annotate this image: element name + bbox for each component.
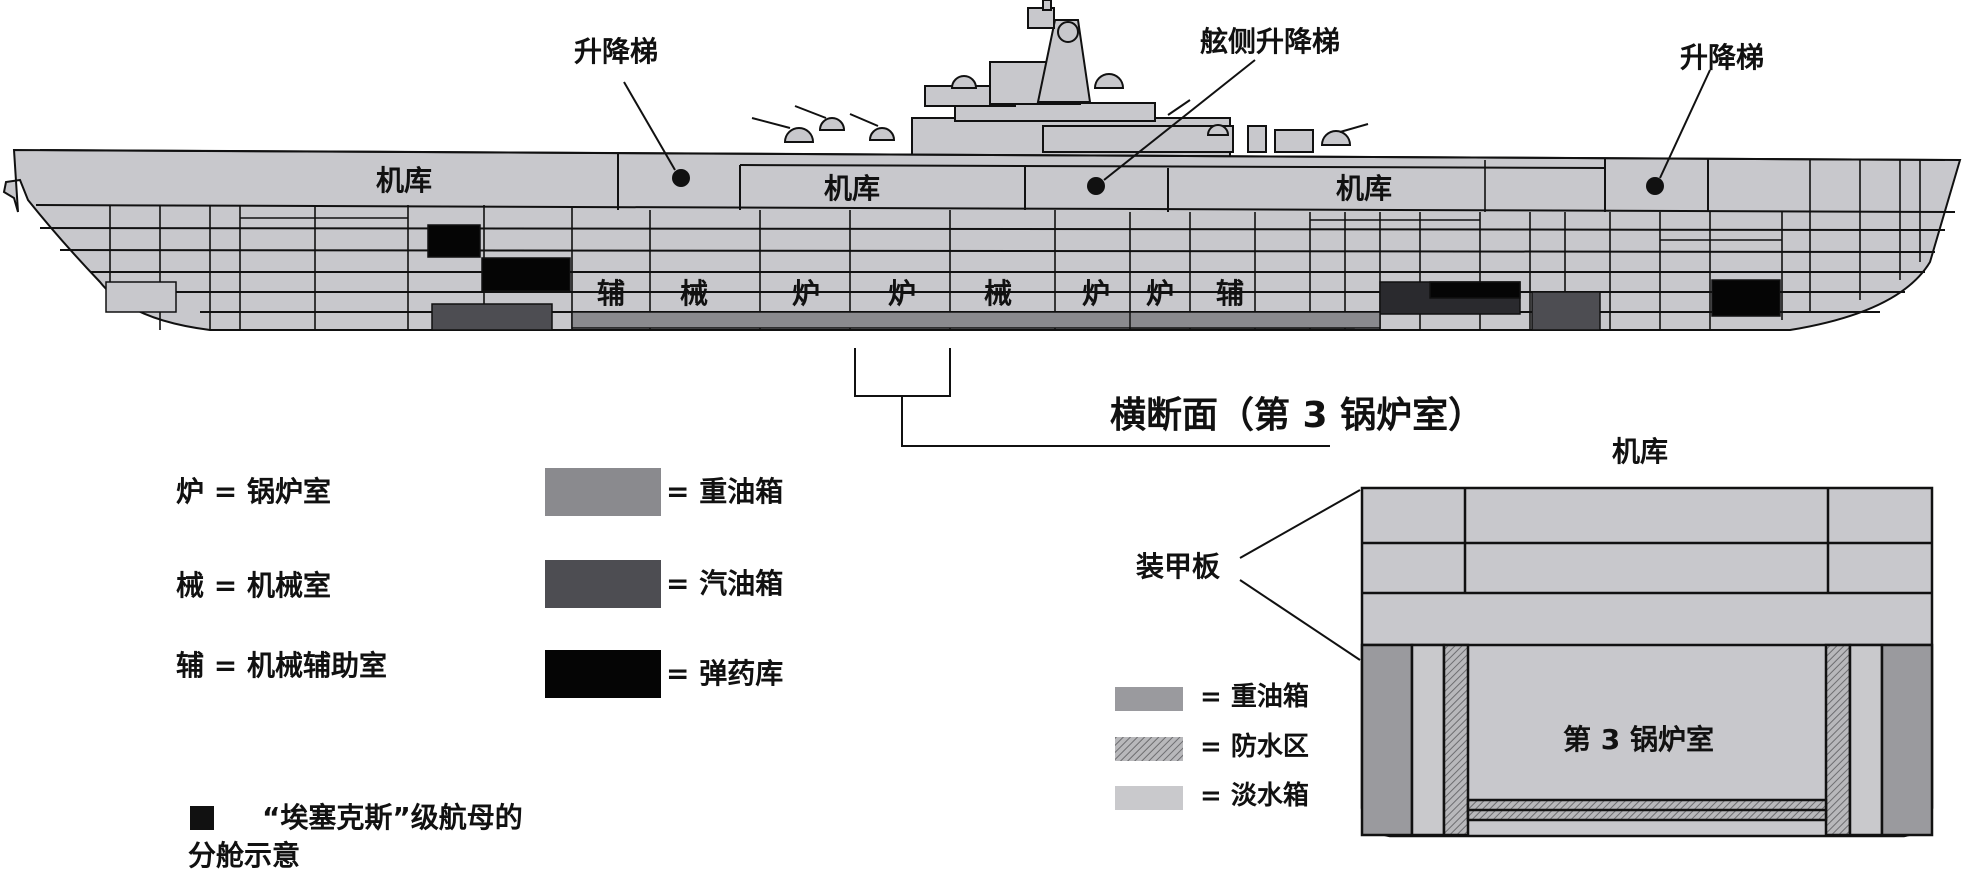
hangar-label-1: 机库 bbox=[376, 164, 433, 197]
legend-abbrev-meaning: 锅炉室 bbox=[246, 475, 331, 508]
cross-legend-row: = 防水区 bbox=[1200, 734, 1309, 760]
compartment-grid bbox=[109, 160, 1921, 330]
room-label-xie-1: 械 bbox=[680, 277, 709, 310]
leader-lines bbox=[623, 59, 1711, 661]
legend-swatch-heavy-oil bbox=[545, 468, 661, 516]
hangar-label-3: 机库 bbox=[1336, 172, 1393, 205]
lift-label-left: 升降梯 bbox=[574, 35, 659, 68]
cross-legend-row: = 重油箱 bbox=[1200, 684, 1309, 710]
legend-abbrev-row: 炉 = 锅炉室 bbox=[176, 478, 331, 506]
caption-bullet-icon bbox=[190, 806, 214, 830]
cross-legend-meaning: 防水区 bbox=[1230, 732, 1309, 762]
legend-color-row: = 汽油箱 bbox=[666, 570, 783, 598]
cross-legend-eq: = bbox=[1200, 732, 1222, 762]
cross-section-title: 横断面（第 3 锅炉室） bbox=[1110, 395, 1485, 436]
legend-swatch-magazine bbox=[545, 650, 661, 698]
room-label-lu-2: 炉 bbox=[888, 277, 917, 310]
cross-hangar-label: 机库 bbox=[1612, 435, 1669, 468]
room-label-fu-1: 辅 bbox=[597, 277, 626, 310]
legend-abbrev-symbol: 辅 bbox=[176, 649, 205, 682]
legend-color-meaning: 弹药库 bbox=[699, 657, 784, 690]
cross-legend-eq: = bbox=[1200, 682, 1222, 712]
legend-color-eq: = bbox=[666, 475, 690, 508]
cross-legend-eq: = bbox=[1200, 781, 1222, 811]
legend-abbrev-symbol: 炉 bbox=[176, 475, 205, 508]
legend-abbrev-eq: = bbox=[213, 475, 238, 508]
legend-color-meaning: 汽油箱 bbox=[699, 567, 784, 600]
legend-color-row: = 重油箱 bbox=[666, 478, 783, 506]
cross-legend-swatches bbox=[1115, 687, 1183, 810]
cross-legend-meaning: 重油箱 bbox=[1230, 682, 1309, 712]
room-label-xie-2: 械 bbox=[984, 277, 1013, 310]
room-label-lu-3: 炉 bbox=[1082, 277, 1111, 310]
cross-legend-row: = 淡水箱 bbox=[1200, 783, 1309, 809]
room-label-fu-2: 辅 bbox=[1216, 277, 1245, 310]
legend-color-eq: = bbox=[666, 657, 690, 690]
legend-abbrev-meaning: 机械室 bbox=[246, 569, 331, 602]
legend-abbrev-row: 辅 = 机械辅助室 bbox=[176, 652, 387, 680]
boiler-room-label: 第 3 锅炉室 bbox=[1563, 723, 1714, 756]
lift-markers bbox=[672, 169, 1664, 195]
legend-abbrev-meaning: 机械辅助室 bbox=[246, 649, 387, 682]
legend-color-eq: = bbox=[666, 567, 690, 600]
cross-legend-meaning: 淡水箱 bbox=[1230, 781, 1309, 811]
legend-swatch-gasoline bbox=[545, 560, 661, 608]
tanks bbox=[105, 224, 1781, 331]
hangar-label-2: 机库 bbox=[824, 172, 881, 205]
caption-line-2: 分舱示意 bbox=[188, 839, 301, 872]
room-label-lu-1: 炉 bbox=[792, 277, 821, 310]
legend-abbrev-row: 械 = 机械室 bbox=[176, 572, 331, 600]
legend-color-row: = 弹药库 bbox=[666, 660, 783, 688]
lift-label-center: 舷侧升降梯 bbox=[1200, 25, 1341, 58]
legend-color-meaning: 重油箱 bbox=[699, 475, 784, 508]
lift-label-right: 升降梯 bbox=[1680, 41, 1765, 74]
cross-section bbox=[1360, 486, 1934, 838]
armor-plate-label: 装甲板 bbox=[1136, 550, 1221, 583]
caption-line-1: “埃塞克斯”级航母的 bbox=[262, 801, 523, 834]
legend-abbrev-eq: = bbox=[213, 569, 238, 602]
legend-abbrev-symbol: 械 bbox=[176, 569, 205, 602]
room-label-lu-4: 炉 bbox=[1146, 277, 1175, 310]
island-superstructure bbox=[751, 0, 1369, 159]
legend-abbrev-eq: = bbox=[213, 649, 238, 682]
